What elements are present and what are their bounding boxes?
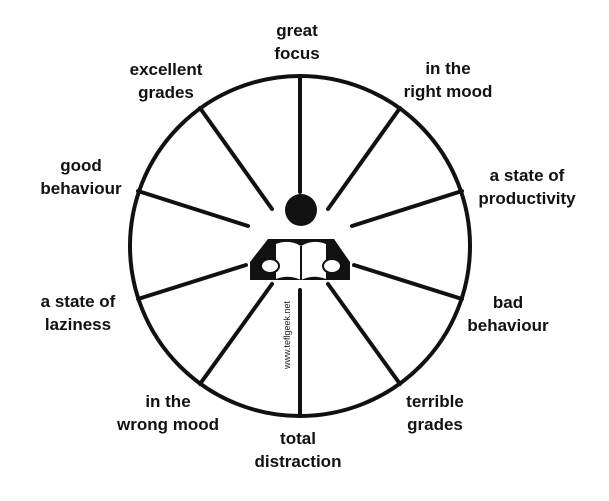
spoke-4 <box>352 263 464 301</box>
spoke-3 <box>350 189 464 228</box>
spoke-5 <box>326 282 402 386</box>
spoke-10 <box>198 106 274 211</box>
label-in-the-wrong-mood: in the wrong mood <box>117 392 219 434</box>
label-bad-behaviour: bad behaviour <box>467 293 549 335</box>
reader-with-book-icon <box>250 194 350 280</box>
website-credit: www.teflgeek.net <box>282 300 292 370</box>
label-good-behaviour: good behaviour <box>40 156 122 198</box>
label-excellent-grades: excellent grades <box>129 60 203 102</box>
label-a-state-of-laziness: a state of laziness <box>40 292 116 334</box>
label-in-the-right-mood: in the right mood <box>403 59 493 101</box>
spoke-9 <box>136 189 250 228</box>
spoke-7 <box>198 282 274 386</box>
label-great-focus: great focus <box>274 21 320 63</box>
spoke-2 <box>326 106 402 211</box>
label-a-state-of-productivity: a state of productivity <box>478 166 576 208</box>
label-terrible-grades: terrible grades <box>406 392 464 434</box>
spoke-8 <box>136 263 248 301</box>
label-total-distraction: total distraction <box>254 429 342 471</box>
